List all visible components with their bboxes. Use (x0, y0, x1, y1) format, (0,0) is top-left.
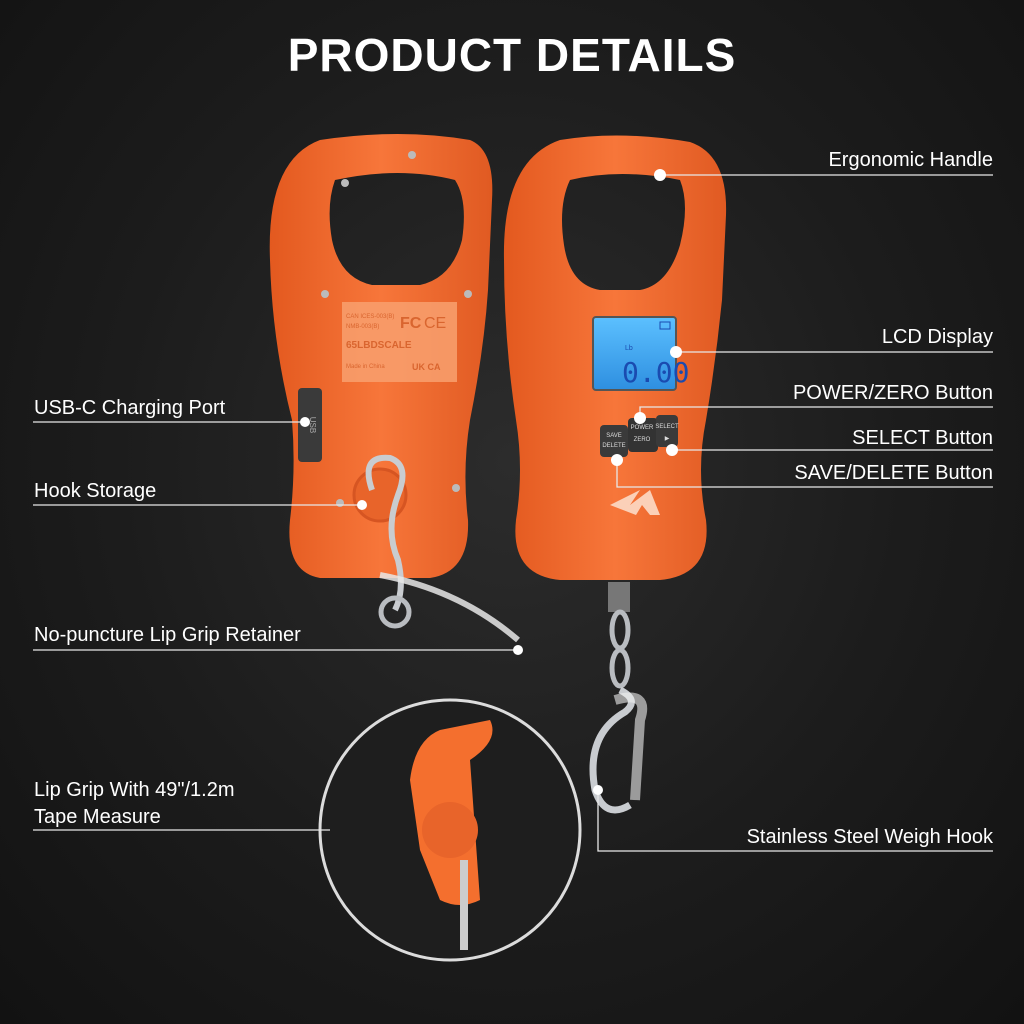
scale-front: Lb 0.00 SAVE DELETE POWER ZERO SELECT ▶ (503, 135, 727, 814)
lip-grip-inset (318, 698, 582, 962)
zero-text: ZERO (634, 437, 651, 443)
usb-port-text: USB (308, 417, 317, 433)
callout-dots (300, 169, 682, 795)
kastking-logo (610, 490, 660, 515)
callout-lip-grip-line1: Lip Grip With 49"/1.2m (34, 779, 235, 801)
page-title: PRODUCT DETAILS (287, 29, 737, 81)
select-button[interactable] (656, 415, 678, 447)
delete-text: DELETE (602, 443, 625, 449)
compliance-label (342, 302, 457, 382)
callout-lcd-display: LCD Display (881, 326, 993, 348)
label-line2: NMB-003(B) (346, 324, 379, 330)
ukca-mark: UK CA (412, 362, 441, 372)
ce-mark: CE (424, 315, 446, 332)
save-delete-button[interactable] (600, 425, 628, 457)
select-arrow: ▶ (665, 436, 670, 442)
callout-lip-grip-line2: Tape Measure (34, 806, 161, 828)
callout-lines (33, 174, 993, 852)
callout-hook-storage: Hook Storage (34, 480, 157, 502)
save-text: SAVE (606, 433, 622, 439)
lcd-reading: 0.00 (622, 356, 689, 389)
stored-hook (365, 454, 406, 612)
tape-measure (460, 860, 468, 950)
lcd-unit: Lb (625, 345, 633, 352)
callout-select: SELECT Button (852, 427, 993, 449)
select-text: SELECT (655, 424, 679, 430)
label-model: 65LBDSCALE (346, 340, 412, 351)
callout-power-zero: POWER/ZERO Button (792, 382, 993, 404)
battery-icon (659, 321, 671, 330)
callout-save-delete: SAVE/DELETE Button (794, 462, 993, 484)
callout-ergonomic-handle: Ergonomic Handle (828, 149, 993, 171)
label-line1: CAN ICES-003(B) (346, 314, 394, 320)
hook-mount (608, 582, 630, 612)
lip-grip-retainer (379, 572, 520, 643)
callout-usb-c: USB-C Charging Port (34, 397, 226, 419)
callout-lip-grip-retainer: No-puncture Lip Grip Retainer (34, 624, 301, 646)
scale-back: CAN ICES-003(B) NMB-003(B) 65LBDSCALE Ma… (269, 134, 520, 643)
fcc-mark: FC (400, 315, 422, 332)
usb-c-port (298, 388, 322, 462)
power-text: POWER (631, 425, 654, 431)
callout-weigh-hook: Stainless Steel Weigh Hook (746, 826, 993, 848)
power-zero-button[interactable] (628, 418, 658, 452)
label-origin: Made in China (346, 364, 385, 370)
